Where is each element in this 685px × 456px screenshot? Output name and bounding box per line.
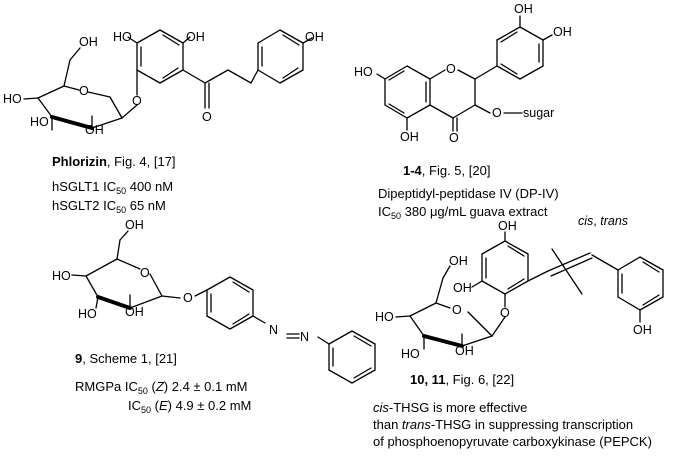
- svg-text:1-4, Fig. 5, [20]: 1-4, Fig. 5, [20]: [403, 163, 490, 178]
- cmpd14-ring-o: O: [446, 62, 456, 76]
- cmpd14-keto-o: O: [449, 131, 459, 145]
- cmpd9-n2: N: [300, 330, 309, 344]
- compound-1-4-structure: OH OH HO O O sugar OH O: [354, 2, 572, 145]
- cmpd9-n1: N: [269, 323, 278, 337]
- cmpd9-oh-lower: OH: [125, 305, 144, 319]
- cmpd14-target: Dipeptidyl-peptidase IV (DP-IV): [378, 186, 559, 201]
- phlorizin-glycosidic-o: O: [132, 94, 142, 108]
- cmpd1011-glycosidic-o: O: [500, 306, 510, 320]
- compound-10-11-caption: 10, 11, Fig. 6, [22] cis-THSG is more ef…: [373, 372, 652, 449]
- cmpd9-ether-o: O: [183, 291, 193, 305]
- svg-text:than trans-THSG in suppressing: than trans-THSG in suppressing transcrip…: [373, 417, 633, 432]
- cmpd1011-oh-left-ring: OH: [453, 281, 472, 295]
- svg-text:hSGLT2 IC50 65 nM: hSGLT2 IC50 65 nM: [52, 198, 166, 215]
- cmpd1011-oh-lower: OH: [455, 344, 474, 358]
- svg-text:hSGLT1 IC50 400 nM: hSGLT1 IC50 400 nM: [52, 179, 173, 196]
- svg-text:of phosphoenopyruvate carboxyk: of phosphoenopyruvate carboxykinase (PEP…: [373, 434, 652, 449]
- cmpd1011-stereo-label: cis, trans: [578, 214, 628, 228]
- phlorizin-structure: HO OH OH OH O HO HO O OH O: [3, 29, 324, 137]
- cmpd1011-ring-o: O: [452, 303, 462, 317]
- cmpd1011-oh-phenol: OH: [633, 323, 652, 337]
- cmpd14-oh-top: OH: [514, 2, 533, 16]
- phlorizin-ring-o: O: [79, 84, 89, 98]
- phlorizin-ketone-o: O: [202, 110, 212, 124]
- cmpd14-ether-o: O: [492, 106, 502, 120]
- phlorizin-ho-bottom: HO: [30, 115, 49, 129]
- cmpd9-ho-left: HO: [52, 269, 71, 283]
- svg-text:Phlorizin, Fig. 4, [17]: Phlorizin, Fig. 4, [17]: [52, 154, 176, 169]
- svg-text:IC50 (E) 4.9 ± 0.2 mM: IC50 (E) 4.9 ± 0.2 mM: [128, 398, 251, 415]
- cmpd14-oh-right: OH: [553, 25, 572, 39]
- cmpd9-oh-top: OH: [125, 218, 144, 232]
- cmpd14-oh-bottom: OH: [400, 130, 419, 144]
- svg-text:cis-THSG is more effective: cis-THSG is more effective: [373, 400, 527, 415]
- svg-text:9, Scheme 1, [21]: 9, Scheme 1, [21]: [75, 351, 177, 366]
- svg-text:RMGPa IC50 (Z) 2.4 ± 0.1 mM: RMGPa IC50 (Z) 2.4 ± 0.1 mM: [75, 379, 248, 396]
- cmpd1011-oh-ch2: OH: [449, 254, 468, 268]
- cmpd1011-ho-bottom: HO: [401, 347, 420, 361]
- compound-9-caption: 9, Scheme 1, [21] RMGPa IC50 (Z) 2.4 ± 0…: [75, 351, 251, 415]
- compound-10-11-structure: OH OH OH O HO HO O OH OH cis, trans: [375, 214, 664, 361]
- svg-text:IC50 380 μg/mL guava extract: IC50 380 μg/mL guava extract: [378, 204, 548, 221]
- cmpd9-ring-o: O: [140, 266, 150, 280]
- phlorizin-oh-lower: OH: [85, 123, 104, 137]
- phlorizin-ho-left: HO: [3, 92, 22, 106]
- svg-text:10, 11, Fig. 6, [22]: 10, 11, Fig. 6, [22]: [410, 372, 514, 387]
- phlorizin-oh-ch2: OH: [79, 35, 98, 49]
- cmpd14-ho-left: HO: [354, 65, 373, 79]
- cmpd1011-oh-top: OH: [498, 219, 517, 233]
- cmpd1011-ho-left: HO: [375, 310, 394, 324]
- cmpd14-sugar: sugar: [523, 106, 554, 120]
- compound-9-structure: OH O HO HO OH O N N: [52, 218, 376, 384]
- compound-1-4-caption: 1-4, Fig. 5, [20] Dipeptidyl-peptidase I…: [378, 163, 559, 221]
- phlorizin-caption: Phlorizin, Fig. 4, [17] hSGLT1 IC50 400 …: [52, 154, 176, 215]
- phlorizin-oh-top: OH: [186, 30, 205, 44]
- phlorizin-ho-top: HO: [113, 30, 132, 44]
- phlorizin-oh-phenol: OH: [305, 30, 324, 44]
- cmpd9-ho-bottom: HO: [78, 307, 97, 321]
